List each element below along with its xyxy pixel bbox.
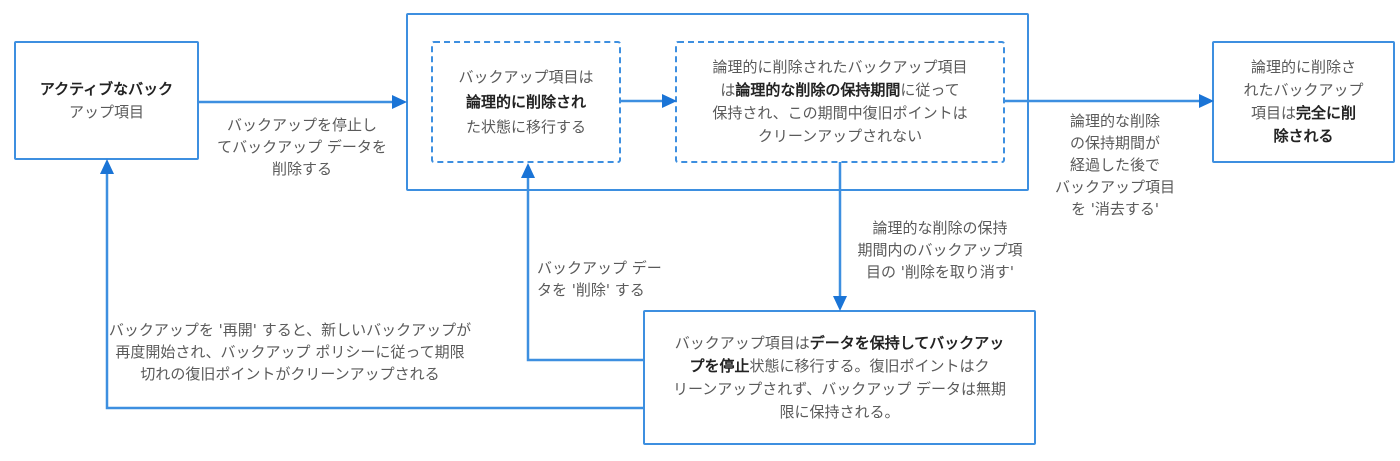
text-line: 限に保持される。 — [673, 401, 1006, 424]
text-line: 論理的に削除され — [458, 90, 593, 115]
arrowhead-right-icon — [392, 95, 407, 109]
text-line: は論理的な削除の保持期間に従って — [712, 79, 967, 102]
label-line: バックアップ項目 — [1054, 178, 1175, 196]
label-line: の保持期間が — [1069, 134, 1160, 152]
text-line: プを停止状態に移行する。復旧ポイントはク — [673, 355, 1006, 378]
bold-text-segment: データを保持してバックアッ — [809, 333, 1005, 352]
text-line: 保持され、この期間中復旧ポイントは — [712, 102, 967, 125]
text-line: た状態に移行する — [458, 115, 593, 140]
label-line: 期間内のバックアップ項 — [857, 241, 1023, 259]
text-segment: 項目は — [1250, 104, 1296, 122]
label-line: バックアップ デー — [537, 259, 662, 277]
bold-text-segment: 完全に削 — [1295, 104, 1356, 122]
label-line: を '消去する' — [1070, 200, 1160, 218]
text-segment: リーンアップされず、バックアップ データは無期 — [673, 379, 1006, 398]
node-soft-deleted-state: バックアップ項目は論理的に削除された状態に移行する — [431, 41, 621, 163]
node-stop-backup-retain-data: バックアップ項目はデータを保持してバックアップを停止状態に移行する。復旧ポイント… — [643, 310, 1036, 445]
label-line: 論理的な削除の保持 — [872, 219, 1008, 237]
text-line: バックアップ項目はデータを保持してバックアッ — [673, 332, 1006, 355]
label-line: 削除する — [271, 160, 332, 178]
label-line: バックアップを '再開' すると、新しいバックアップが — [108, 321, 472, 339]
text-line: 項目は完全に削 — [1243, 102, 1363, 125]
text-segment: バックアップ項目は — [458, 67, 594, 86]
node-retention-period: 論理的に削除されたバックアップ項目は論理的な削除の保持期間に従って保持され、この… — [675, 41, 1005, 163]
text-line: クリーンアップされない — [712, 125, 967, 148]
arrowhead-up-icon — [100, 159, 114, 174]
text-segment: バックアップ項目は — [674, 333, 810, 352]
text-segment: は — [720, 81, 736, 99]
text-line: 除される — [1243, 125, 1363, 148]
label-stop-and-delete: バックアップを停止し てバックアップ データを 削除する — [202, 114, 402, 180]
label-delete-backup-data: バックアップ デー タを '削除' する — [537, 257, 677, 301]
label-line: タを '削除' する — [537, 281, 645, 299]
text-segment: 状態に移行する。復旧ポイントはク — [749, 356, 990, 375]
text-line: れたバックアップ — [1243, 79, 1363, 102]
text-line: アップ項目 — [40, 101, 173, 124]
text-segment: た状態に移行する — [465, 117, 586, 136]
text-line: リーンアップされず、バックアップ データは無期 — [673, 378, 1006, 401]
bold-text-segment: 論理的な削除の保持期間 — [735, 81, 901, 99]
node-active-backup-item: アクティブなバックアップ項目 — [14, 41, 199, 160]
text-line: バックアップ項目は — [458, 65, 593, 90]
label-line: 経過した後で — [1069, 156, 1160, 174]
label-line: 再度開始され、バックアップ ポリシーに従って期限 — [115, 343, 465, 361]
text-line: アクティブなバック — [40, 78, 173, 101]
text-segment: アップ項目 — [68, 102, 144, 121]
label-resume-backup: バックアップを '再開' すると、新しいバックアップが 再度開始され、バックアッ… — [100, 319, 480, 385]
label-purge-after-retention: 論理的な削除 の保持期間が 経過した後で バックアップ項目 を '消去する' — [1040, 110, 1190, 220]
bold-text-segment: 論理的に削除され — [465, 92, 586, 111]
text-segment: 論理的に削除さ — [1250, 58, 1356, 76]
label-undelete: 論理的な削除の保持 期間内のバックアップ項 目の '削除を取り消す' — [840, 217, 1040, 283]
node-soft-deleted-state-text: バックアップ項目は論理的に削除された状態に移行する — [458, 65, 593, 140]
node-retention-period-text: 論理的に削除されたバックアップ項目は論理的な削除の保持期間に従って保持され、この… — [712, 56, 967, 148]
text-segment: 限に保持される。 — [779, 402, 900, 421]
text-segment: 保持され、この期間中復旧ポイントは — [712, 104, 968, 122]
label-line: 目の '削除を取り消す' — [865, 263, 1015, 281]
arrowhead-down-icon — [833, 296, 847, 311]
node-active-backup-item-text: アクティブなバックアップ項目 — [40, 78, 173, 124]
node-permanently-deleted-text: 論理的に削除されたバックアップ項目は完全に削除される — [1243, 56, 1363, 148]
bold-text-segment: アクティブなバック — [39, 79, 174, 98]
text-segment: クリーンアップされない — [757, 127, 923, 145]
label-line: バックアップを停止し — [226, 116, 377, 134]
node-permanently-deleted: 論理的に削除されたバックアップ項目は完全に削除される — [1212, 41, 1395, 163]
text-segment: れたバックアップ — [1243, 81, 1364, 99]
label-line: 切れの復旧ポイントがクリーンアップされる — [140, 365, 440, 383]
text-line: 論理的に削除されたバックアップ項目 — [712, 56, 967, 79]
bold-text-segment: プを停止 — [689, 356, 750, 375]
text-segment: に従って — [900, 81, 960, 99]
node-stop-backup-retain-data-text: バックアップ項目はデータを保持してバックアップを停止状態に移行する。復旧ポイント… — [673, 332, 1006, 424]
label-line: てバックアップ データを — [217, 138, 387, 156]
text-segment: 論理的に削除されたバックアップ項目 — [712, 58, 968, 76]
label-line: 論理的な削除 — [1069, 112, 1160, 130]
text-line: 論理的に削除さ — [1243, 56, 1363, 79]
bold-text-segment: 除される — [1273, 127, 1334, 145]
